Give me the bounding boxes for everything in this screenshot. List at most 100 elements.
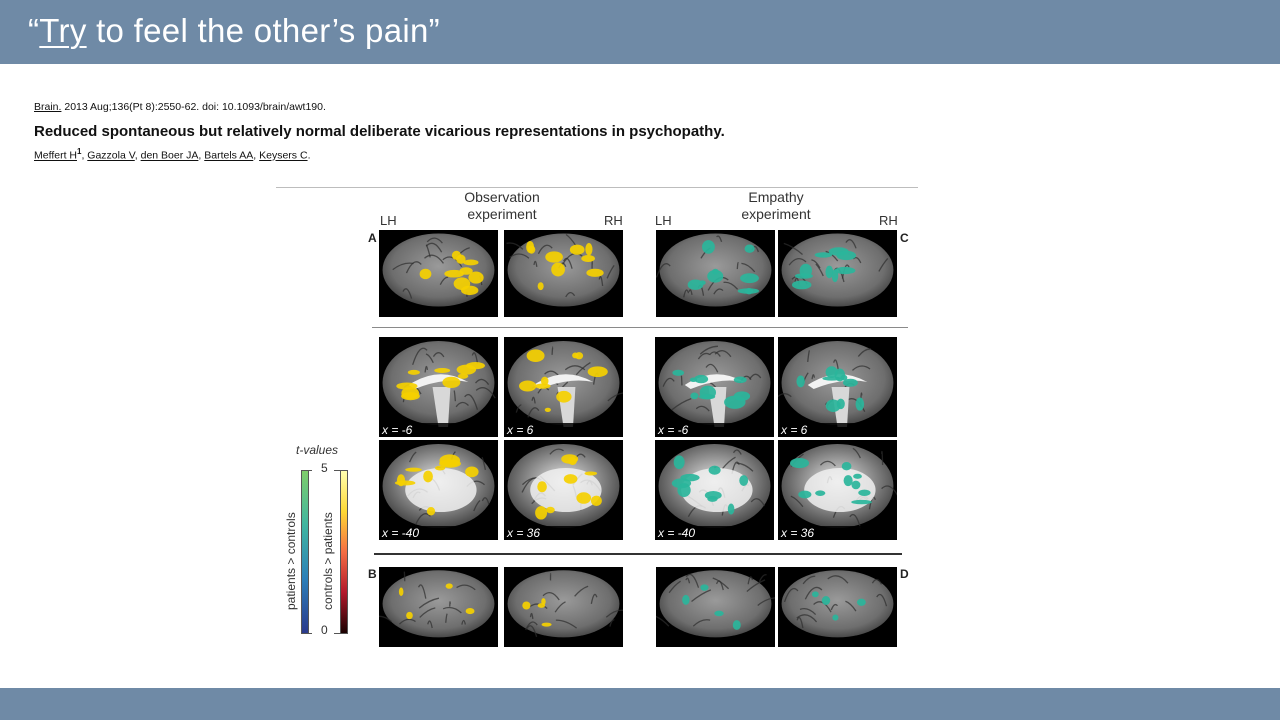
brain-sulcus bbox=[671, 398, 692, 411]
brain-sulcus bbox=[881, 485, 897, 496]
activation-blob bbox=[556, 390, 572, 403]
brain-image bbox=[506, 233, 620, 307]
coord-label: x = 36 bbox=[504, 526, 623, 540]
activation-blob bbox=[834, 266, 856, 275]
brain-sulcus bbox=[778, 393, 792, 398]
brain-image bbox=[658, 444, 771, 528]
brain-obs-rh-lateral bbox=[504, 230, 623, 317]
brain-image bbox=[658, 341, 771, 427]
journal-link[interactable]: Brain. bbox=[34, 101, 62, 113]
brain-sulcus bbox=[716, 235, 723, 243]
activation-blob bbox=[401, 392, 420, 401]
activation-blob bbox=[799, 263, 812, 278]
activation-blob bbox=[587, 366, 608, 378]
brain-sulcus bbox=[481, 456, 487, 471]
colorbar-min: 0 bbox=[321, 623, 328, 637]
brain-sulcus bbox=[747, 576, 754, 585]
brain-sulcus bbox=[746, 579, 766, 593]
coord-label: x = -6 bbox=[379, 423, 498, 437]
activation-blob bbox=[702, 240, 715, 254]
brain-sulcus bbox=[442, 256, 463, 268]
author-link[interactable]: Bartels AA bbox=[204, 149, 254, 162]
activation-blob bbox=[551, 262, 565, 277]
activation-blob bbox=[590, 495, 602, 507]
brain-sulcus bbox=[527, 407, 540, 418]
brain-shape bbox=[507, 570, 620, 638]
activation-blob bbox=[841, 462, 852, 471]
brain-sulcus bbox=[880, 450, 884, 466]
brain-obs-sagittal-right: x = 36 bbox=[504, 440, 623, 540]
brain-sulcus bbox=[692, 619, 711, 627]
brain-sulcus bbox=[804, 586, 823, 600]
brain-sulcus bbox=[417, 584, 427, 599]
colorbar-right-label: controls > patients bbox=[321, 512, 335, 610]
activation-blob bbox=[575, 352, 584, 360]
brain-sulcus bbox=[412, 347, 428, 366]
activation-blob bbox=[853, 473, 862, 479]
activation-blob bbox=[744, 244, 755, 253]
brain-sulcus bbox=[705, 363, 719, 373]
activation-blob bbox=[740, 273, 759, 284]
author-link[interactable]: Gazzola V bbox=[87, 149, 135, 162]
brain-sulcus bbox=[425, 242, 443, 253]
activation-blob bbox=[544, 407, 551, 413]
brain-image bbox=[656, 570, 775, 638]
activation-blob bbox=[581, 255, 595, 263]
activation-blob bbox=[814, 252, 833, 258]
brain-sulcus bbox=[683, 289, 690, 298]
corpus-callosum bbox=[807, 374, 868, 389]
brain-sulcus bbox=[723, 281, 739, 290]
author-link[interactable]: Keysers C bbox=[259, 149, 308, 162]
author-link[interactable]: den Boer JA bbox=[140, 149, 199, 162]
brain-sulcus bbox=[575, 362, 591, 376]
activation-blob bbox=[519, 380, 537, 392]
brain-sulcus bbox=[796, 614, 818, 623]
brain-sulcus bbox=[606, 265, 615, 279]
obs-hdr-line-1: Observation bbox=[464, 189, 540, 205]
brain-sulcus bbox=[464, 393, 479, 410]
brain-sulcus bbox=[574, 585, 589, 597]
activation-blob bbox=[858, 489, 871, 496]
activation-blob bbox=[687, 279, 704, 290]
activation-blob bbox=[423, 470, 433, 483]
activation-blob bbox=[468, 271, 484, 284]
activation-blob bbox=[463, 259, 479, 266]
brain-sulcus bbox=[845, 239, 857, 249]
activation-blob bbox=[791, 280, 812, 290]
activation-blob bbox=[569, 244, 585, 255]
brain-image bbox=[507, 570, 623, 638]
brain-sulcus bbox=[445, 613, 448, 623]
brain-sulcus bbox=[461, 619, 466, 625]
activation-blob bbox=[821, 596, 831, 606]
panel-letter-b: B bbox=[368, 567, 377, 581]
brain-sulcus bbox=[878, 257, 889, 272]
label-rh-empathy: RH bbox=[879, 213, 898, 228]
brain-sulcus bbox=[830, 603, 839, 611]
activation-blob bbox=[540, 376, 549, 386]
brain-sulcus bbox=[732, 449, 742, 455]
brain-obs-medial-left: x = -6 bbox=[379, 337, 498, 437]
activation-blob bbox=[451, 250, 461, 260]
obs-hdr-line-2: experiment bbox=[467, 206, 537, 222]
brain-sulcus bbox=[876, 593, 888, 607]
activation-blob bbox=[690, 392, 699, 400]
activation-blob bbox=[843, 475, 853, 487]
brain-obs-medial-right: x = 6 bbox=[504, 337, 623, 437]
colorbar-title: t-values bbox=[296, 443, 339, 457]
brain-sulcus bbox=[418, 597, 440, 609]
activation-blob bbox=[545, 251, 563, 263]
colorbar-legend: t-values 5 0 patients > controls control… bbox=[276, 443, 356, 643]
activation-blob bbox=[535, 506, 548, 520]
brain-sulcus bbox=[815, 263, 824, 277]
activation-blob bbox=[672, 369, 685, 376]
row-separator-2 bbox=[374, 553, 902, 555]
author-link[interactable]: Meffert H bbox=[34, 149, 77, 162]
label-rh-observation: RH bbox=[604, 213, 623, 228]
brain-sulcus bbox=[554, 601, 566, 613]
brain-image bbox=[781, 570, 894, 638]
brain-obs-rh-lateral-b bbox=[504, 567, 623, 647]
activation-blob bbox=[465, 466, 479, 478]
brain-sulcus bbox=[849, 513, 862, 529]
brain-sulcus bbox=[852, 365, 871, 371]
